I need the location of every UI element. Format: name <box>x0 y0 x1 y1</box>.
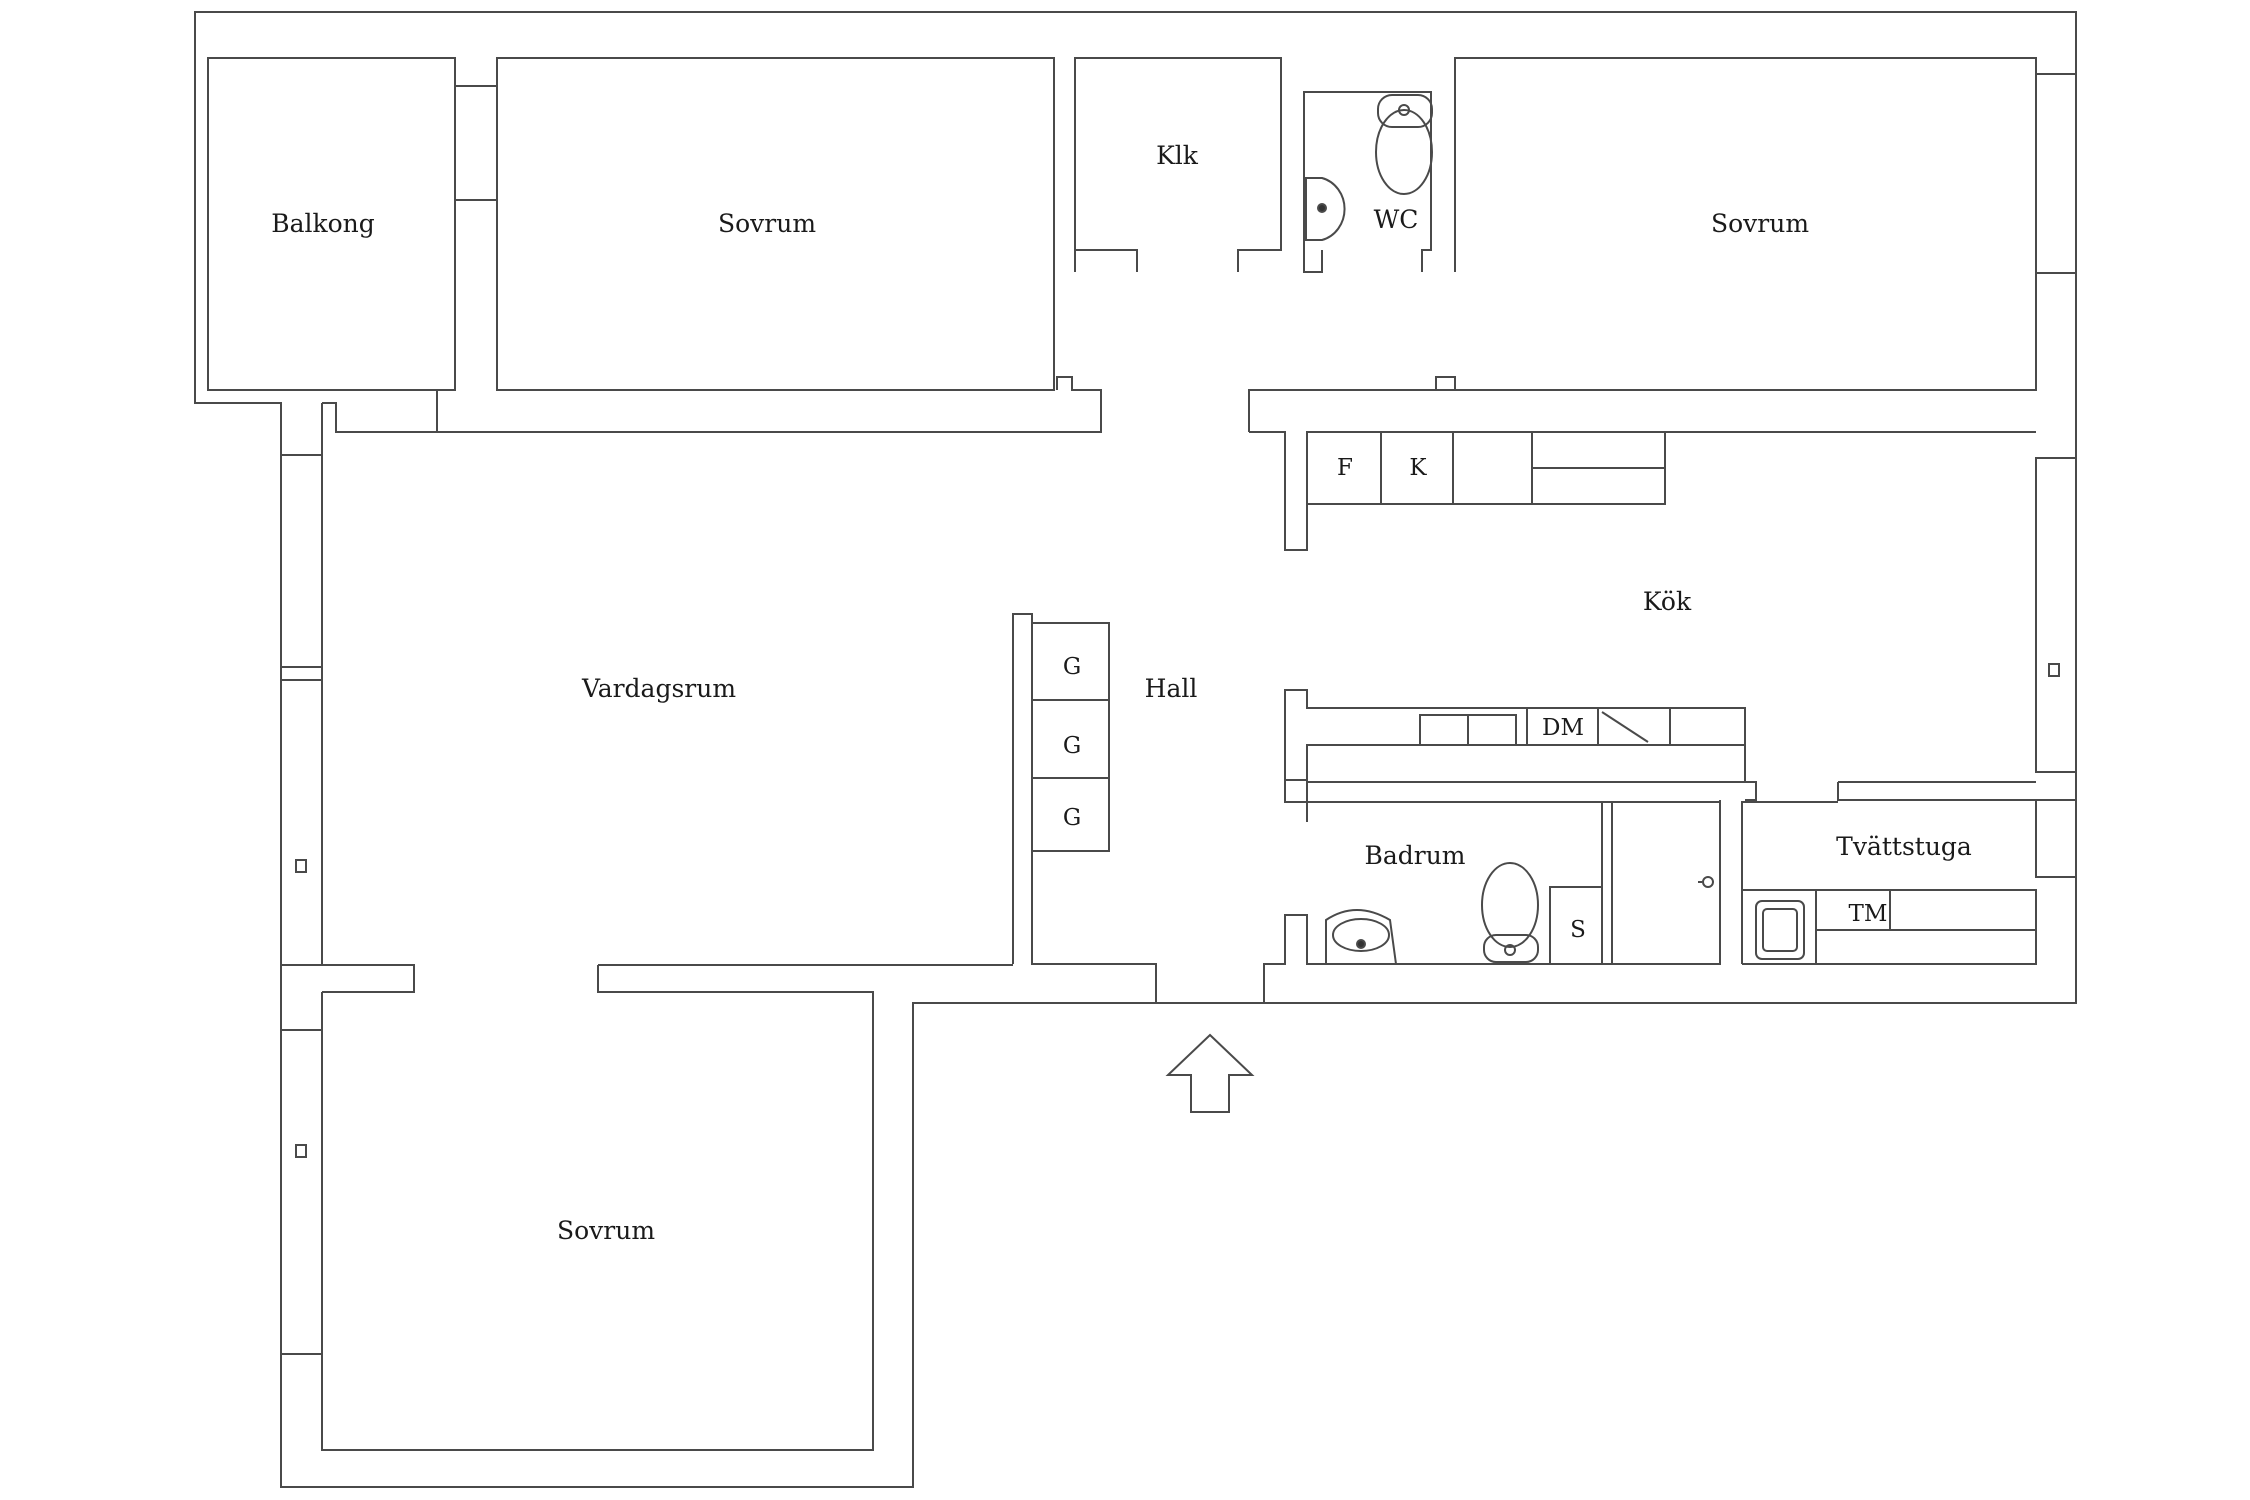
storage-cabinet <box>1549 886 1603 965</box>
wc-toilet-icon <box>1375 94 1433 195</box>
wc-door <box>1303 250 1323 273</box>
bath-toilet-icon <box>1481 862 1539 963</box>
window-living-2 <box>280 679 323 966</box>
window-right-3 <box>2035 799 2077 878</box>
outer-wall <box>194 11 2077 1488</box>
fixture-label-wardrobe-3: G <box>1063 805 1081 831</box>
kitchen-island <box>1306 744 1746 783</box>
living-divider-wall <box>321 964 1013 1451</box>
balkong-outline <box>207 57 456 391</box>
window-right-2 <box>2035 457 2077 773</box>
room-label-klk: Klk <box>1156 141 1199 170</box>
window-bedroom-bottom <box>280 1029 323 1355</box>
room-label-sovrum-top-left: Sovrum <box>718 209 816 238</box>
fixture-label-fridge: K <box>1409 455 1427 481</box>
room-label-sovrum-top-right: Sovrum <box>1711 209 1809 238</box>
sovrum-top-left-outline <box>496 57 1055 391</box>
badrum-outline <box>1263 779 1721 1003</box>
fixture-label-storage: S <box>1570 917 1586 943</box>
laundry-sink-icon <box>1755 900 1805 960</box>
room-label-badrum: Badrum <box>1364 841 1465 870</box>
corridor-wall-left <box>436 376 1102 433</box>
fixture-label-wardrobe-2: G <box>1063 733 1081 759</box>
entrance-arrow-icon <box>1165 1033 1255 1113</box>
room-label-vardagsrum: Vardagsrum <box>581 674 736 703</box>
window-right-1 <box>2035 73 2077 274</box>
wardrobe-block <box>1031 622 1110 852</box>
stove-icon <box>1597 707 1671 746</box>
klk-outline <box>1074 57 1282 272</box>
room-label-hall: Hall <box>1145 674 1198 703</box>
corridor-wall-right <box>1248 389 2036 432</box>
entrance-wall-right <box>1263 963 1285 1003</box>
fixture-label-washing-machine: TM <box>1849 901 1888 927</box>
tap-icon <box>1702 876 1714 888</box>
room-label-tvattstuga: Tvättstuga <box>1836 832 1972 861</box>
fixture-label-wardrobe-1: G <box>1063 654 1081 680</box>
room-label-wc: WC <box>1374 205 1419 234</box>
room-label-kok: Kök <box>1643 587 1692 616</box>
tvattstuga-outline <box>1741 801 2037 965</box>
room-label-balkong: Balkong <box>271 209 375 238</box>
living-left-wall <box>281 403 323 966</box>
kitchen-counter-lower <box>1284 689 1746 780</box>
fixture-label-freezer: F <box>1337 455 1353 481</box>
bath-sink-icon <box>1325 909 1398 965</box>
wc-outline <box>1303 91 1432 272</box>
entrance-wall-left <box>1012 613 1157 1003</box>
kitchen-wall-right-lower <box>1837 782 2076 801</box>
window-top-left <box>454 85 498 201</box>
klk-door-left <box>1074 249 1138 272</box>
kitchen-wall-top <box>1249 431 2036 551</box>
window-living-1 <box>280 454 323 668</box>
room-label-sovrum-bottom: Sovrum <box>557 1216 655 1245</box>
wc-sink-icon <box>1305 177 1346 241</box>
fixture-label-dishwasher: DM <box>1542 715 1584 741</box>
